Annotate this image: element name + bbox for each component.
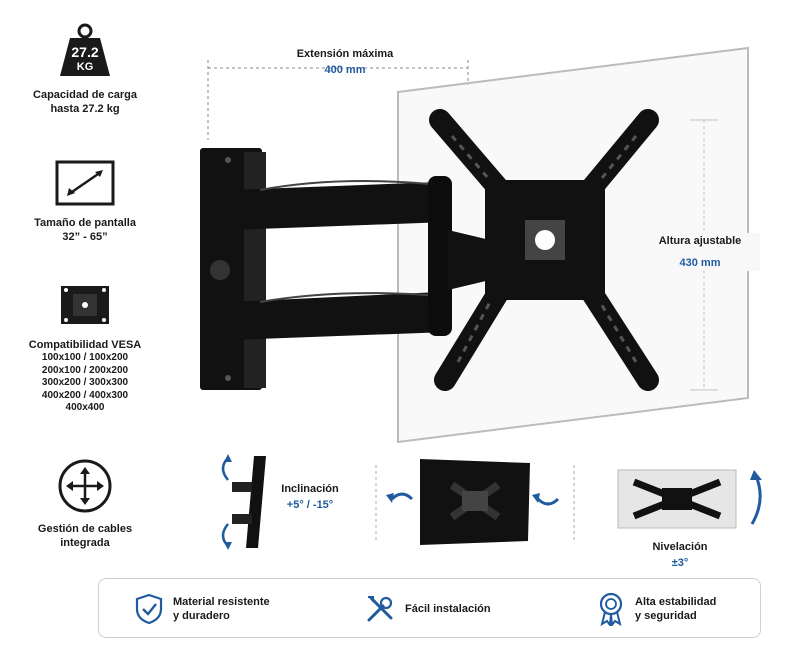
height-label: Altura ajustable	[658, 235, 742, 247]
weight-label-2: hasta 27.2 kg	[50, 103, 120, 115]
cable-management-label-2: integrada	[60, 537, 110, 549]
swivel-illustration	[375, 459, 575, 545]
vesa-size: 100x100 / 100x200	[41, 352, 129, 363]
upper-arm	[230, 182, 448, 230]
weight-icon: 27.2 KG	[58, 22, 112, 78]
feature-item: Material resistente y duradero	[135, 579, 270, 639]
level-illustration	[617, 469, 762, 529]
screen-size-spec: Tamaño de pantalla 32” - 65”	[20, 160, 150, 244]
height-value: 430 mm	[679, 257, 721, 269]
vesa-bracket	[429, 109, 659, 391]
extension-measure: Extensión máxima 400 mm	[245, 46, 445, 78]
level-info: Nivelación ±3°	[630, 539, 730, 571]
vesa-size-list: 100x100 / 100x200 200x100 / 200x200 300x…	[20, 352, 150, 415]
vesa-size: 200x100 / 200x200	[41, 364, 129, 376]
extension-label: Extensión máxima	[296, 48, 394, 60]
cable-management-icon	[57, 458, 113, 514]
vesa-plate-icon	[59, 280, 111, 330]
screen-size-label-1: Tamaño de pantalla	[34, 217, 136, 229]
tilt-value: +5° / -15°	[286, 499, 334, 511]
weight-label-1: Capacidad de carga	[33, 89, 137, 101]
screen-size-label-2: 32” - 65”	[62, 231, 108, 243]
screen-size-icon	[55, 160, 115, 206]
level-value: ±3°	[671, 557, 689, 569]
weight-unit: KG	[76, 61, 94, 73]
shield-check-icon	[135, 593, 163, 625]
feature-text: Alta estabilidad y seguridad	[635, 596, 717, 622]
feature-item: Fácil instalación	[365, 579, 491, 639]
weight-spec: 27.2 KG Capacidad de carga hasta 27.2 kg	[20, 22, 150, 116]
weight-value: 27.2	[71, 44, 99, 60]
vesa-size: 300x200 / 300x300	[41, 377, 129, 388]
tilt-illustration	[221, 454, 266, 550]
features-bar: Material resistente y duradero Fácil ins…	[98, 578, 761, 638]
feature-item: Alta estabilidad y seguridad	[597, 579, 716, 639]
feature-text: Fácil instalación	[405, 603, 491, 615]
height-measure: Altura ajustable 430 mm	[640, 233, 760, 271]
vesa-spec: Compatibilidad VESA 100x100 / 100x200 20…	[20, 280, 150, 415]
vesa-title: Compatibilidad VESA	[28, 339, 142, 351]
vesa-size: 400x200 / 400x300	[41, 389, 129, 401]
feature-text: Material resistente y duradero	[173, 596, 270, 622]
vesa-size: 400x400	[65, 402, 105, 413]
lower-arm	[230, 292, 448, 340]
cable-management-spec: Gestión de cables integrada	[20, 458, 150, 550]
extension-value: 400 mm	[324, 64, 366, 76]
level-label: Nivelación	[652, 541, 708, 553]
tv-mount-illustration	[200, 46, 749, 444]
award-badge-icon	[597, 592, 625, 626]
cable-management-label-1: Gestión de cables	[37, 523, 133, 535]
tilt-label: Inclinación	[281, 483, 339, 495]
tools-icon	[365, 594, 395, 624]
tilt-info: Inclinación +5° / -15°	[270, 481, 350, 513]
